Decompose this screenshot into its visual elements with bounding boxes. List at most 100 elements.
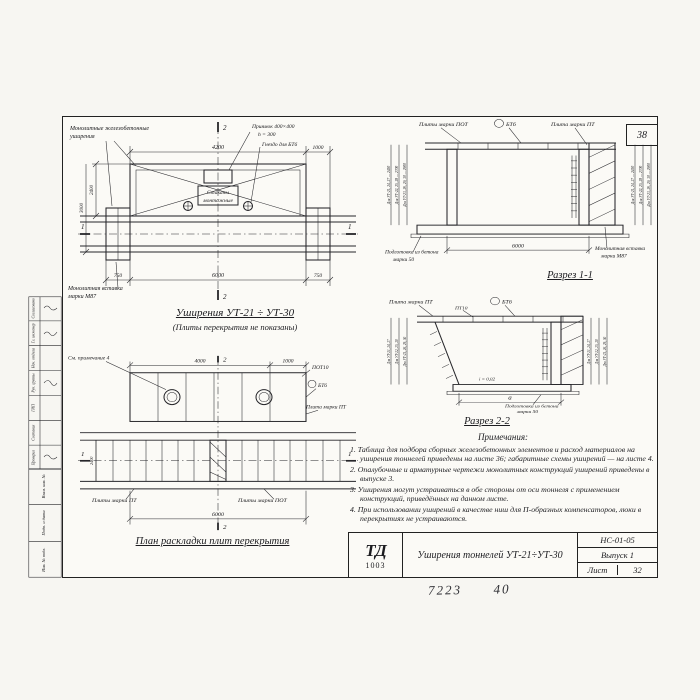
rot-dim-left: Для УТ-23, 26, 29, 30 (403, 337, 408, 368)
dim-6000: 6000 (212, 273, 224, 279)
rot-dim-left: Для УТ-21, 24, 27 — 2450 (387, 166, 392, 205)
bottom-dimension (443, 235, 593, 254)
note4-leader (105, 361, 167, 390)
section-mark-1: 1 (81, 451, 84, 458)
vstavka-callout: Монолитная вставка (67, 286, 123, 292)
stamp-label: Инв. № подл. (41, 548, 46, 573)
notes-heading: Примечания: (477, 432, 529, 442)
stamp-label: Гл. инженер (32, 323, 36, 344)
position-circle (490, 297, 500, 306)
vstavka-callout-2: марки М87 (600, 254, 627, 260)
pt-slabs-label: Плиты марки ПТ (91, 498, 137, 504)
title-block-right: НС-01-05 Выпуск 1 Лист 32 (577, 533, 657, 577)
monolith-insert (588, 142, 616, 226)
ladder (571, 155, 577, 218)
priyamok-callout: Приямок 400×400 (251, 123, 295, 130)
bt6-callout: БТ6 (501, 300, 512, 305)
gnezdo-callout: Гнездо для БТ6 (261, 141, 297, 148)
section-1-1-title: Разрез 1-1 (520, 270, 620, 281)
slab-layout-title-text: План раскладки плит перекрытия (135, 536, 290, 547)
rotated-dim-lines (390, 317, 608, 385)
monolith-insert (560, 315, 584, 385)
right-leaders (301, 369, 319, 415)
handwritten-archive-number: 7223 40 (427, 581, 511, 598)
signature-marks (43, 305, 58, 460)
stamp-label: Согласовано (32, 298, 36, 318)
plan-widening-drawing: Стаканы монтажные 4200 1000 Монолитные ж… (67, 122, 358, 301)
bt6-callout: БТ6 (505, 122, 516, 128)
top-dimension (126, 361, 310, 373)
rot-dim-left: Для УТ-21, 24, 27 (387, 339, 392, 365)
dim-4200: 4200 (212, 144, 224, 151)
podgotovka-leader (532, 394, 542, 405)
dim-1000: 1000 (313, 145, 324, 151)
dim-6000: 6000 (212, 512, 224, 518)
rot-dim-left: Для УТ-23, 26, 29, 30 — 2900 (403, 163, 408, 208)
corner-number-text: 38 (637, 129, 647, 141)
rot-dim-left: Для УТ-22, 25, 28 — 2700 (395, 166, 400, 205)
slab-layout-plan-drawing: 4000 1000 См. примечание 4 ПОТ10 БТ6 Пли… (68, 355, 358, 531)
stamp-label: Проверил (32, 450, 36, 467)
pot-slabs-label: Плиты марки ПОТ (237, 498, 288, 504)
plan-top-subtitle: (Плиты перекрытия не показаны) (172, 322, 298, 332)
dim-1000: 1000 (283, 359, 294, 365)
plan-top-title-text: Уширения УТ-21 ÷ УТ-30 (175, 307, 295, 319)
section-2-2-title: Разрез 2-2 (432, 416, 542, 427)
stamp-label: Рук. группы (32, 373, 36, 393)
bt6-callout: БТ6 (317, 383, 327, 389)
left-stamp-inventory: Взам. инв. № Подп. и дата Инв. № подл. (28, 468, 62, 578)
section-mark-1: 1 (348, 223, 352, 231)
priyamok-h-callout: h = 300 (258, 132, 276, 138)
pt-callout: Плита марки ПТ (305, 404, 347, 410)
base-slab (410, 224, 630, 238)
stamp-label: ГИП (32, 404, 36, 413)
section-1-1-title-text: Разрез 1-1 (547, 270, 593, 281)
dim-a: а (508, 395, 511, 401)
stakany-label-2: монтажные (202, 198, 233, 204)
roof-slab (417, 315, 583, 323)
document-code: НС-01-05 (578, 533, 657, 548)
section-mark-2: 2 (223, 124, 227, 132)
stamp-label: Взам. инв. № (41, 474, 46, 498)
dim-6000: 6000 (512, 244, 524, 250)
logo-td-monogram: ТД (365, 540, 386, 560)
pot-callout: Плиты марки ПОТ (418, 122, 469, 128)
rot-dim-right: Для УТ-23, 26, 29, 30 — 2900 (647, 163, 652, 208)
title-block: ТД 1003 Уширения тоннелей УТ-21÷УТ-30 НС… (348, 532, 658, 578)
position-circle (307, 379, 317, 388)
stamp-label: Нач. отдела (32, 348, 36, 369)
drawing-frame (62, 116, 658, 578)
walls (446, 148, 590, 226)
section-marks (80, 122, 356, 300)
plan-top-title: Уширения УТ-21 ÷ УТ-30 (115, 307, 355, 319)
section-1-1-drawing: Плиты марки ПОТ БТ6 Плита марки ПТ 6000 … (384, 119, 652, 263)
rot-dim-right: Для УТ-22, 25, 28 — 2700 (639, 166, 644, 205)
bottom-dimension (102, 260, 334, 286)
left-dimensions (82, 160, 130, 256)
sheet-row: Лист 32 (578, 563, 657, 577)
note4-callout: См. примечание 4 (68, 355, 110, 362)
plan-centerlines (78, 126, 358, 298)
rot-dim-right: Для УТ-22, 25, 28 (595, 339, 600, 365)
plan-centerlines (78, 357, 358, 529)
stakany-label: Стаканы (207, 190, 229, 196)
pot10-callout: ПОТ10 (311, 365, 329, 371)
sheet-label: Лист (578, 565, 618, 575)
section-2-2-title-text: Разрез 2-2 (464, 416, 510, 427)
section-mark-2: 2 (223, 524, 227, 531)
widening-structure (129, 163, 307, 217)
dim-2400: 2400 (89, 456, 94, 465)
note-item: 3. Уширения могут устраиваться в обе сто… (350, 484, 620, 504)
section-mark-1: 1 (348, 451, 351, 458)
rot-dim-right: Для УТ-21, 24, 27 (587, 339, 592, 365)
right-wall (550, 321, 562, 385)
widening-slabs (129, 372, 307, 422)
ladder (542, 328, 548, 381)
dim-2400: 2400 (90, 185, 95, 196)
section-mark-2: 2 (223, 293, 227, 301)
bottom-dimension (455, 392, 565, 406)
organization-logo: ТД 1003 (349, 533, 403, 577)
callout-leaders (105, 131, 261, 289)
sloped-wall (429, 321, 460, 385)
rotated-dim-lines (390, 144, 652, 226)
